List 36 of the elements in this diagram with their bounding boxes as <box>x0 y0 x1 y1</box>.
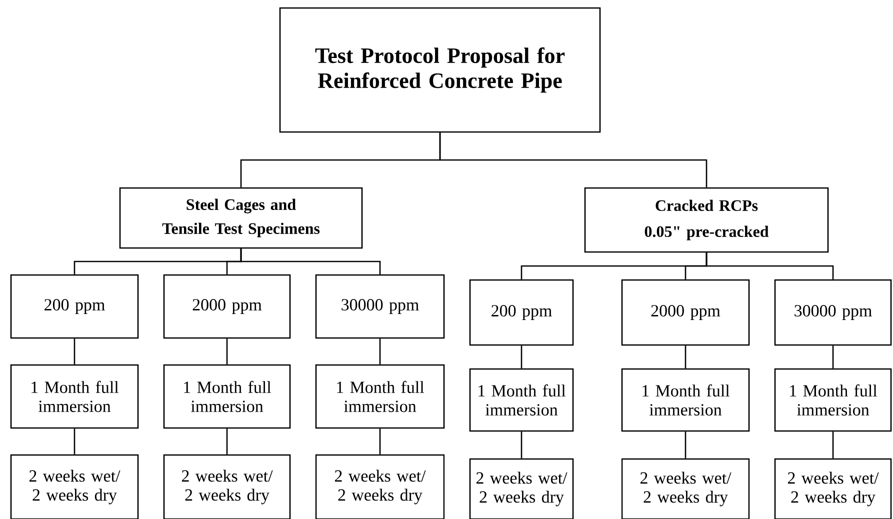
connector-line <box>684 432 686 458</box>
connector-line <box>379 338 381 364</box>
connector-line <box>226 338 228 364</box>
step-box: 200 ppm <box>469 279 574 346</box>
connector-line <box>74 428 76 454</box>
connector-line <box>832 432 834 458</box>
step-box: 2 weeks wet/ 2 weeks dry <box>10 454 139 519</box>
category-box: Cracked RCPs 0.05" pre-cracked <box>584 187 829 253</box>
connector-line <box>74 338 76 364</box>
step-box: 1 Month full immersion <box>774 368 892 432</box>
box-title: Test Protocol Proposal for Reinforced Concrete Pipe <box>279 7 601 133</box>
connector-line <box>684 346 686 368</box>
connector-line <box>226 428 228 454</box>
step-box: 2000 ppm <box>621 279 750 346</box>
connector-line <box>240 248 381 274</box>
connector-line <box>520 346 522 368</box>
step-box: 1 Month full immersion <box>163 364 291 429</box>
step-box: 2 weeks wet/ 2 weeks dry <box>469 458 574 519</box>
category-box: Steel Cages and Tensile Test Specimens <box>119 187 363 249</box>
step-box: 30000 ppm <box>774 279 892 346</box>
step-box: 2 weeks wet/ 2 weeks dry <box>774 458 892 519</box>
connector-line <box>832 346 834 368</box>
step-box: 2 weeks wet/ 2 weeks dry <box>163 454 291 519</box>
step-box: 1 Month full immersion <box>621 368 750 432</box>
step-box: 2 weeks wet/ 2 weeks dry <box>315 454 445 519</box>
step-box: 2 weeks wet/ 2 weeks dry <box>621 458 750 519</box>
step-box: 1 Month full immersion <box>469 368 574 432</box>
connector-line <box>379 428 381 454</box>
connector-line <box>520 432 522 458</box>
connector-line <box>439 132 708 188</box>
step-box: 1 Month full immersion <box>315 364 445 429</box>
step-box: 200 ppm <box>10 274 139 339</box>
step-box: 1 Month full immersion <box>10 364 139 429</box>
step-box: 30000 ppm <box>315 274 445 339</box>
step-box: 2000 ppm <box>163 274 291 339</box>
connector-line <box>706 252 834 280</box>
